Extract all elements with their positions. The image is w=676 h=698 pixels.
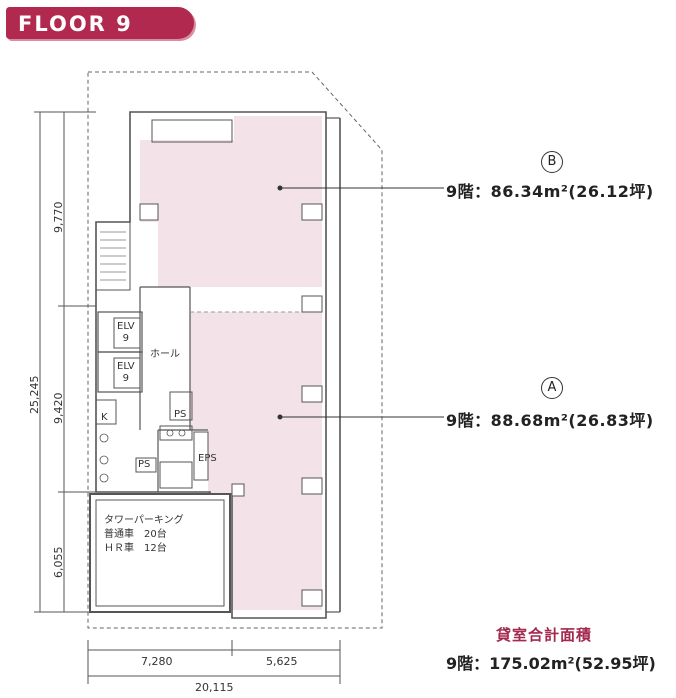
- toilet-fixture: [99, 473, 109, 483]
- stair-treads: [100, 231, 126, 281]
- restroom: [159, 461, 193, 489]
- elevator-2-label-line2: 9: [122, 373, 129, 384]
- dim-vertical-total: 25,245: [28, 375, 41, 415]
- toilet-fixture: [99, 455, 109, 465]
- total-area-title: 貸室合計面積: [496, 626, 593, 644]
- kitchen-label: K: [101, 412, 108, 423]
- eps-label: EPS: [198, 453, 217, 464]
- total-area-value: 9階：175.02m²(52.95坪): [446, 654, 656, 673]
- sink-fixture: [166, 429, 174, 437]
- ps-lower: [135, 457, 157, 473]
- unit-b-room: [140, 116, 322, 287]
- floor-title: FLOOR 9: [18, 12, 133, 36]
- elevator-1-label: ELV 9: [117, 321, 135, 345]
- dim-vertical-bottom: 6,055: [52, 546, 65, 579]
- dim-vertical-mid: 9,420: [52, 392, 65, 425]
- stair: [95, 221, 131, 291]
- tower-parking-inner: [95, 499, 225, 607]
- parking-line1: 普通車 20台: [104, 529, 167, 540]
- horizontal-dimensions: [87, 640, 341, 684]
- dim-vertical-top: 9,770: [52, 201, 65, 234]
- elevator-1-label-line2: 9: [122, 333, 129, 344]
- toilet-fixture: [99, 433, 109, 443]
- dim-horizontal-left: 7,280: [141, 655, 173, 668]
- site-boundary: [87, 71, 383, 629]
- columns: [139, 203, 323, 607]
- elevator-2: [97, 351, 143, 393]
- dim-horizontal-total: 20,115: [195, 681, 234, 694]
- unit-b-area: 9階：86.34m²(26.12坪): [446, 182, 654, 201]
- elevator-2-label-line1: ELV: [117, 361, 135, 372]
- unit-a-room: [190, 312, 322, 610]
- tower-parking: [89, 493, 231, 613]
- unit-a-marker: A: [541, 377, 563, 399]
- hall-label: ホール: [150, 349, 180, 360]
- eps-room: [193, 431, 209, 481]
- ps-lower-label: PS: [138, 459, 151, 470]
- kitchen: [95, 399, 117, 425]
- elevator-car-2: [113, 357, 141, 389]
- restroom: [159, 425, 193, 441]
- floor-banner: FLOOR 9: [6, 7, 194, 39]
- parking-title: タワーパーキング: [104, 515, 184, 526]
- dim-horizontal-right: 5,625: [266, 655, 298, 668]
- elevator-1-label-line1: ELV: [117, 321, 135, 332]
- vertical-dimensions: [34, 111, 96, 613]
- ps-upper-label: PS: [174, 409, 187, 420]
- parking-line2: ＨＲ車 12台: [104, 543, 167, 554]
- ps-upper: [169, 391, 193, 421]
- elevator-car-1: [113, 317, 141, 349]
- parking-label: タワーパーキング 普通車 20台 ＨＲ車 12台: [104, 514, 184, 556]
- unit-b-marker: B: [541, 151, 563, 173]
- service-box-top: [151, 119, 233, 143]
- sink-fixture: [178, 429, 186, 437]
- unit-a-area: 9階：88.68m²(26.83坪): [446, 411, 654, 430]
- elevator-2-label: ELV 9: [117, 361, 135, 385]
